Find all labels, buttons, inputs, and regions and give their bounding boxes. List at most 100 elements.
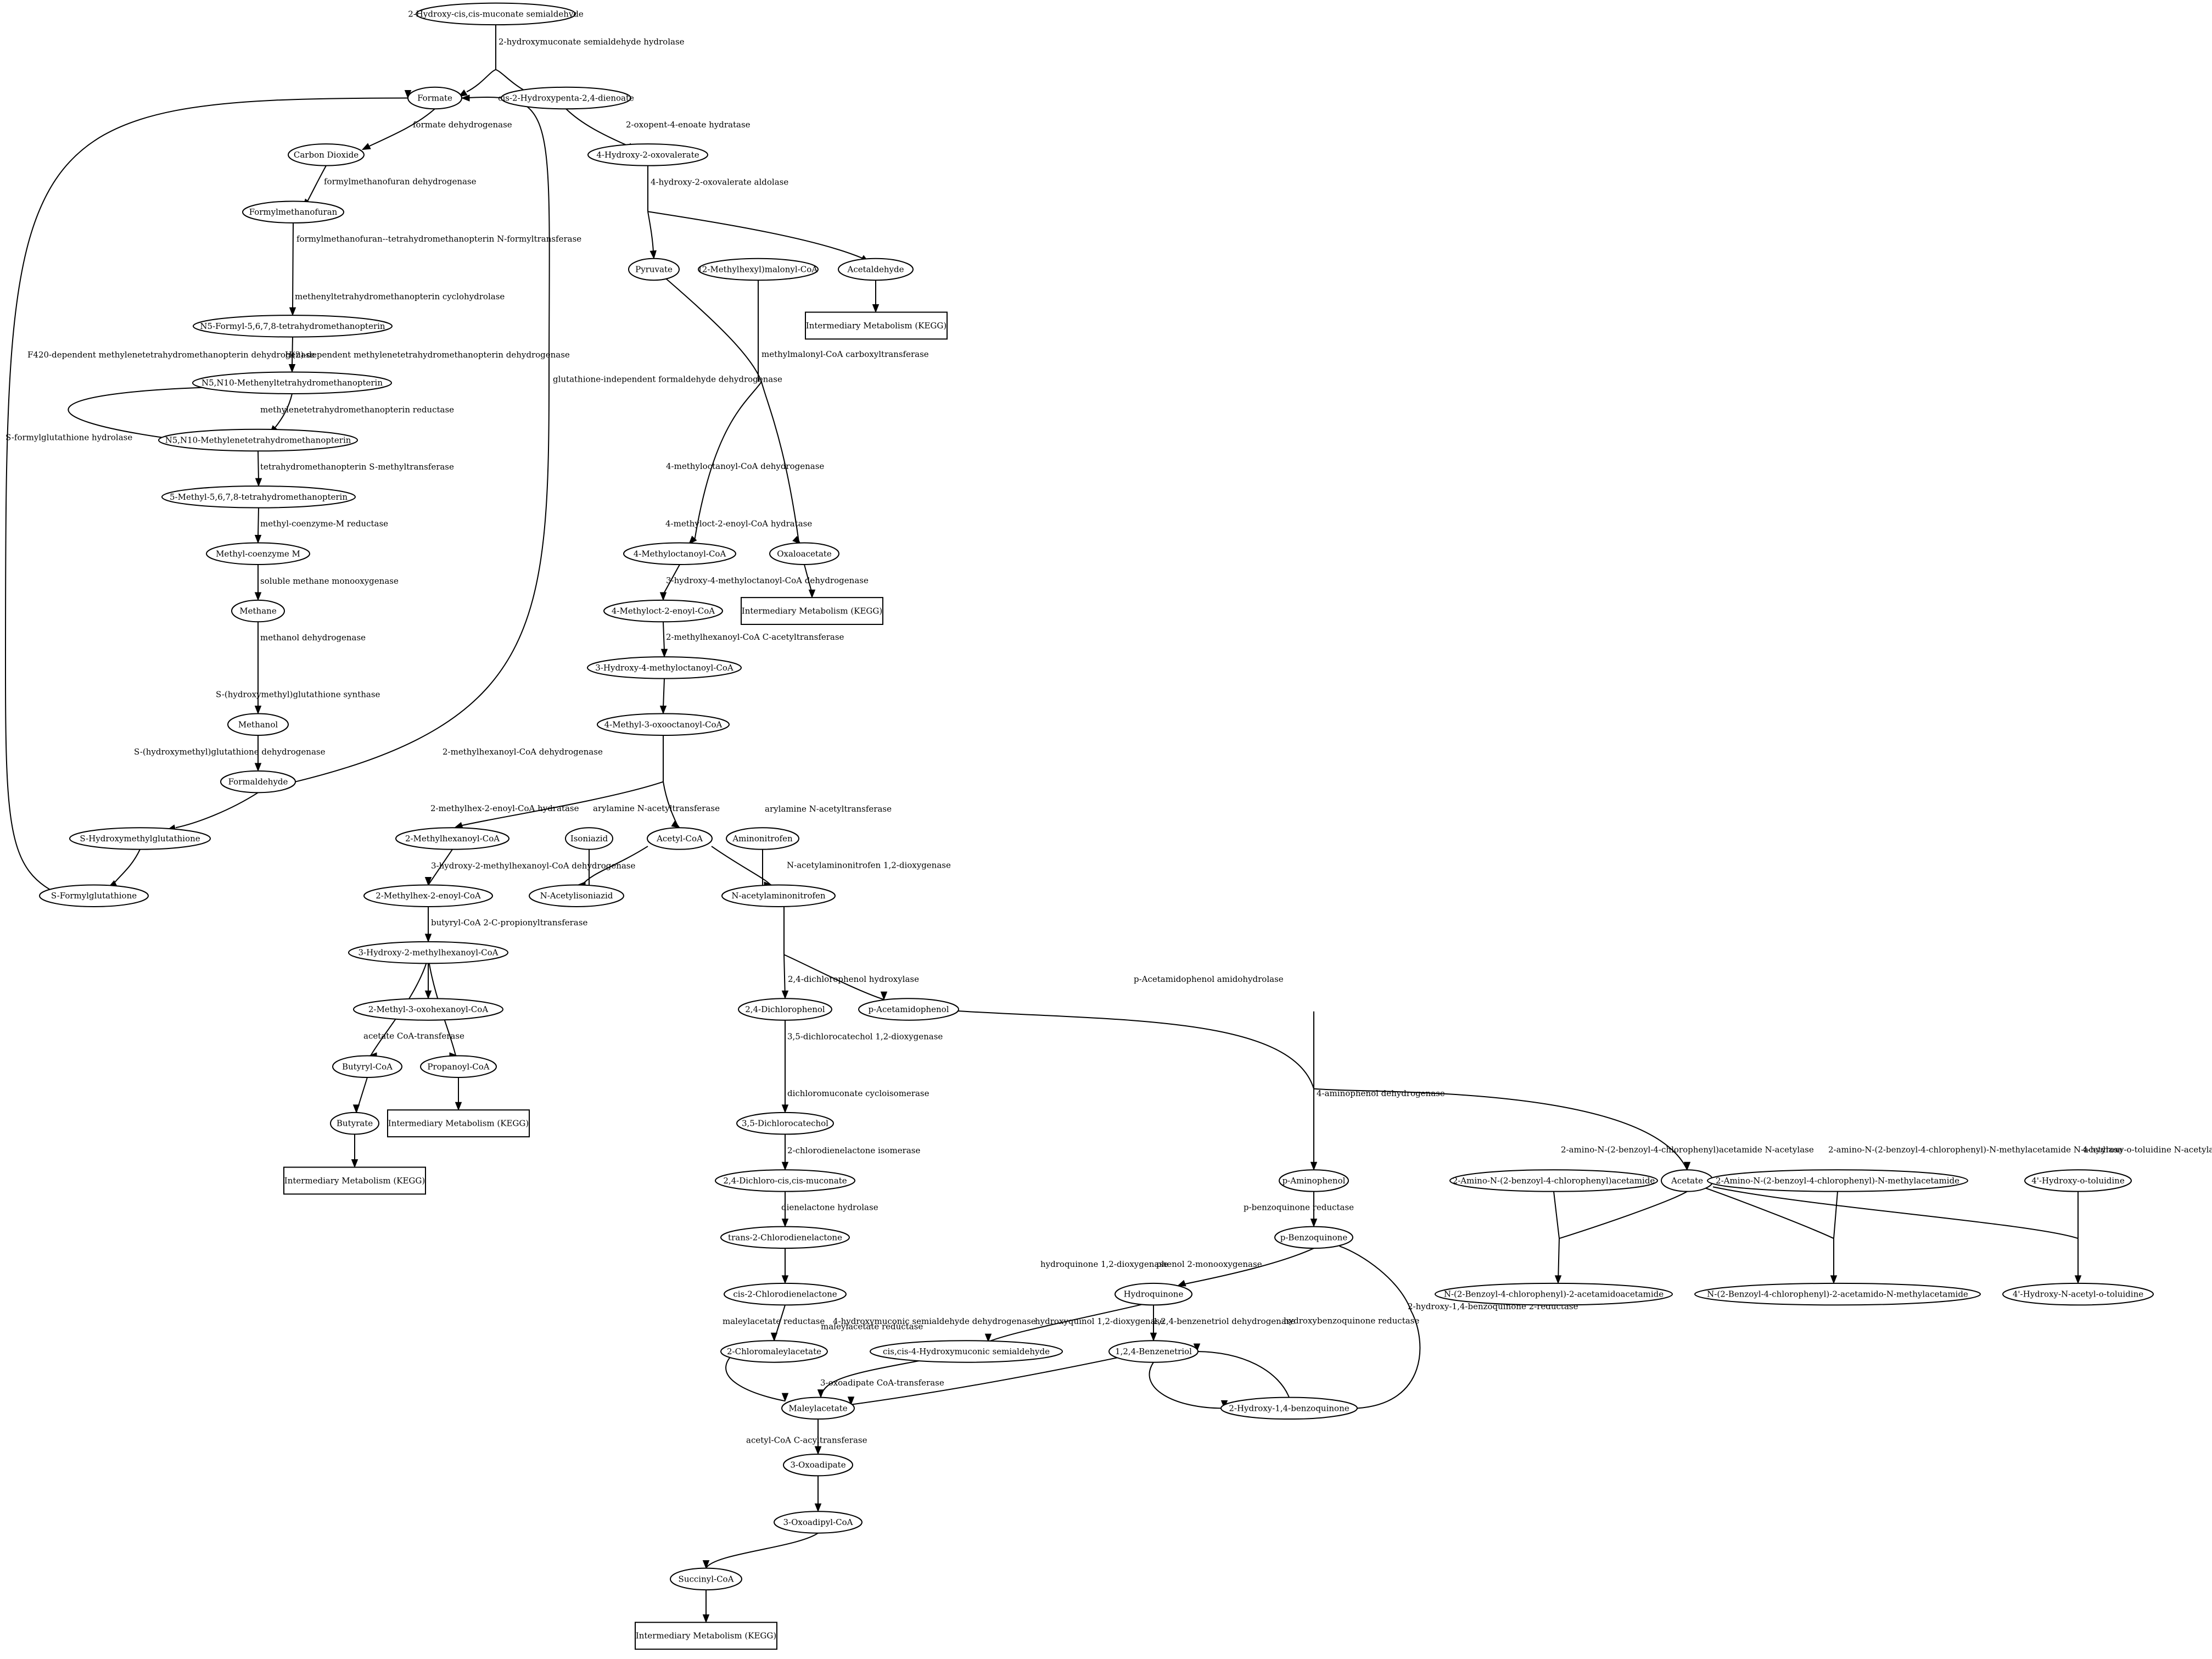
edge-e2: 2-oxopent-4-enoate hydratase (565, 108, 751, 150)
edge-e15: 4-methyloct-2-enoyl-CoA hydratase (660, 518, 812, 658)
node-ellipse (227, 713, 289, 736)
edge-e13 (804, 564, 816, 599)
edge-e4: 4-hydroxy-2-oxovalerate aldolase (647, 165, 870, 263)
node-ellipse (395, 827, 509, 850)
node-ellipse (647, 827, 713, 850)
node-box (283, 1166, 426, 1195)
edge-e40: 2-amino-N-(2-benzoyl-4-chlorophenyl)acet… (1553, 1144, 1814, 1284)
edge-e52: hydroxybenzoquinone reductase (1193, 1316, 1419, 1398)
node-ellipse (288, 143, 365, 166)
node-label: 4-Methyloctanoyl-CoA (634, 549, 726, 558)
edge-e17: 3-hydroxy-4-methyloctanoyl-CoA dehydroge… (659, 576, 869, 714)
edge-label: N-acetylaminonitrofen 1,2-dioxygenase (787, 861, 951, 870)
arrowhead (351, 1159, 359, 1168)
node-ellipse (1108, 1340, 1199, 1363)
edge-label: 4-methyloctanoyl-CoA dehydrogenase (666, 461, 824, 471)
node-n43: p-Aminophenol (1279, 1169, 1349, 1192)
arrowhead (814, 1503, 822, 1512)
edge-label: hydroxybenzoquinone reductase (1284, 1316, 1419, 1326)
edge-e30: 3-hydroxy-2-methylhexanoyl-CoA dehydroge… (424, 861, 636, 999)
edge-line (565, 108, 629, 147)
node-label: Acetate (1671, 1176, 1703, 1186)
edge-line (933, 1008, 1314, 1089)
edge-line (663, 564, 680, 595)
edge-line (68, 386, 220, 439)
edge-line (725, 1356, 786, 1402)
edge-line (647, 211, 654, 253)
edge-label: S-formylglutathione hydrolase (5, 433, 132, 443)
node-n6: Pyruvate (628, 258, 680, 281)
arrowhead (1150, 1332, 1157, 1342)
edge-e29: N-acetylaminonitrofen 1,2-dioxygenase (781, 861, 951, 1001)
node-label: N-Acetylisoniazid (540, 891, 613, 901)
node-ellipse (332, 1055, 402, 1079)
arrowhead (1310, 1161, 1318, 1171)
arrowhead (770, 1332, 778, 1342)
edge-line (1701, 1186, 1834, 1239)
node-ellipse (769, 542, 839, 565)
arrowhead (1830, 1275, 1838, 1284)
node-ellipse (1694, 1282, 1981, 1306)
node-ellipse (720, 1226, 850, 1249)
edge-label: 4-hydroxymuconic semialdehyde dehydrogen… (833, 1316, 1036, 1326)
node-n9: N5-Formyl-5,6,7,8-tetrahydromethanopteri… (193, 315, 393, 338)
edge-label: soluble methane monooxygenase (260, 576, 399, 586)
arrowhead (671, 820, 681, 828)
edge-label: arylamine N-acetyltransferase (593, 803, 720, 813)
edge-label: methyl-coenzyme-M reductase (260, 518, 388, 528)
arrowhead (361, 143, 371, 150)
edge-e49: 4-hydroxymuconic semialdehyde dehydrogen… (817, 1316, 1036, 1398)
node-n64: Intermediary Metabolism (KEGG) (635, 1622, 777, 1650)
node-n2: cis-2-Hydroxypenta-2,4-dienoate (498, 86, 634, 110)
edge-e54: maleylacetate reductase (814, 1322, 923, 1455)
edge-e44: p-benzoquinone reductase (1177, 1202, 1354, 1287)
edge-label: dichloromuconate cycloisomerase (787, 1088, 929, 1098)
edge-label: 2-oxopent-4-enoate hydratase (626, 120, 751, 130)
node-ellipse (603, 599, 723, 623)
edge-label: formylmethanofuran dehydrogenase (324, 176, 477, 186)
node-label: cis-2-Chlorodienelactone (733, 1289, 837, 1299)
edge-line (804, 564, 813, 594)
node-n60: 2-Hydroxy-1,4-benzoquinone (1220, 1397, 1358, 1420)
node-n10: Intermediary Metabolism (KEGG) (805, 311, 948, 340)
edge-label: 3-hydroxy-4-methyloctanoyl-CoA dehydroge… (666, 576, 869, 585)
node-n40: Butyrate (330, 1111, 379, 1135)
arrowhead (424, 934, 432, 943)
arrowhead (781, 1161, 789, 1171)
node-label: Methane (239, 606, 277, 616)
node-label: 2-Methylhex-2-enoyl-CoA (376, 891, 481, 901)
edge-label: 2-methylhexanoyl-CoA C-acetyltransferase (666, 632, 844, 642)
node-ellipse (220, 770, 296, 794)
edge-e18: soluble methane monooxygenase (254, 576, 399, 714)
edge-e26: S-(hydroxymethyl)glutathione dehydrogena… (108, 747, 326, 887)
edge-e42: 4-hydroxy-o-toluidine N-acetylase (1712, 1144, 2212, 1284)
node-ellipse (2024, 1169, 2132, 1192)
arrowhead (659, 592, 667, 601)
edge-e50: hydroxyquinol 1,2-dioxygenase (847, 1316, 1164, 1406)
edge-line (112, 849, 141, 886)
edge-line (466, 69, 496, 93)
edge-e12: 4-methyloctanoyl-CoA dehydrogenase (659, 461, 824, 601)
node-ellipse (736, 1111, 834, 1135)
edge-label: p-benzoquinone reductase (1244, 1202, 1354, 1212)
node-ellipse (1449, 1169, 1658, 1192)
node-label: 4-Methyl-3-oxooctanoyl-CoA (604, 719, 723, 729)
edge-line (1559, 1191, 1688, 1239)
node-ellipse (39, 884, 149, 907)
node-label: 2-Methyl-3-oxohexanoyl-CoA (368, 1004, 488, 1014)
node-label: Maleylacetate (788, 1403, 847, 1413)
edge-e0: 2-hydroxymuconate semialdehyde hydrolase (458, 25, 685, 97)
edge-line (257, 507, 259, 537)
arrowhead (254, 592, 262, 601)
edge-label: 1,2,4-benzenetriol dehydrogenase (1153, 1316, 1295, 1326)
edge-label: 4-hydroxy-2-oxovalerate aldolase (651, 177, 788, 187)
edge-e6: methylmalonyl-CoA carboxyltransferase (665, 278, 929, 545)
node-ellipse (1279, 1169, 1349, 1192)
edge-label: formate dehydrogenase (413, 120, 512, 130)
node-n17: 4-Methyloct-2-enoyl-CoA (603, 599, 723, 623)
edge-e34: acetate CoA-transferase (352, 1031, 464, 1114)
node-n12: N5,N10-Methylenetetrahydromethanopterin (158, 428, 358, 452)
node-label: Intermediary Metabolism (KEGG) (806, 321, 947, 331)
edge-label: H(2)-dependent methylenetetrahydromethan… (285, 350, 570, 360)
node-label: 4'-Hydroxy-N-acetyl-o-toluidine (2013, 1289, 2143, 1299)
